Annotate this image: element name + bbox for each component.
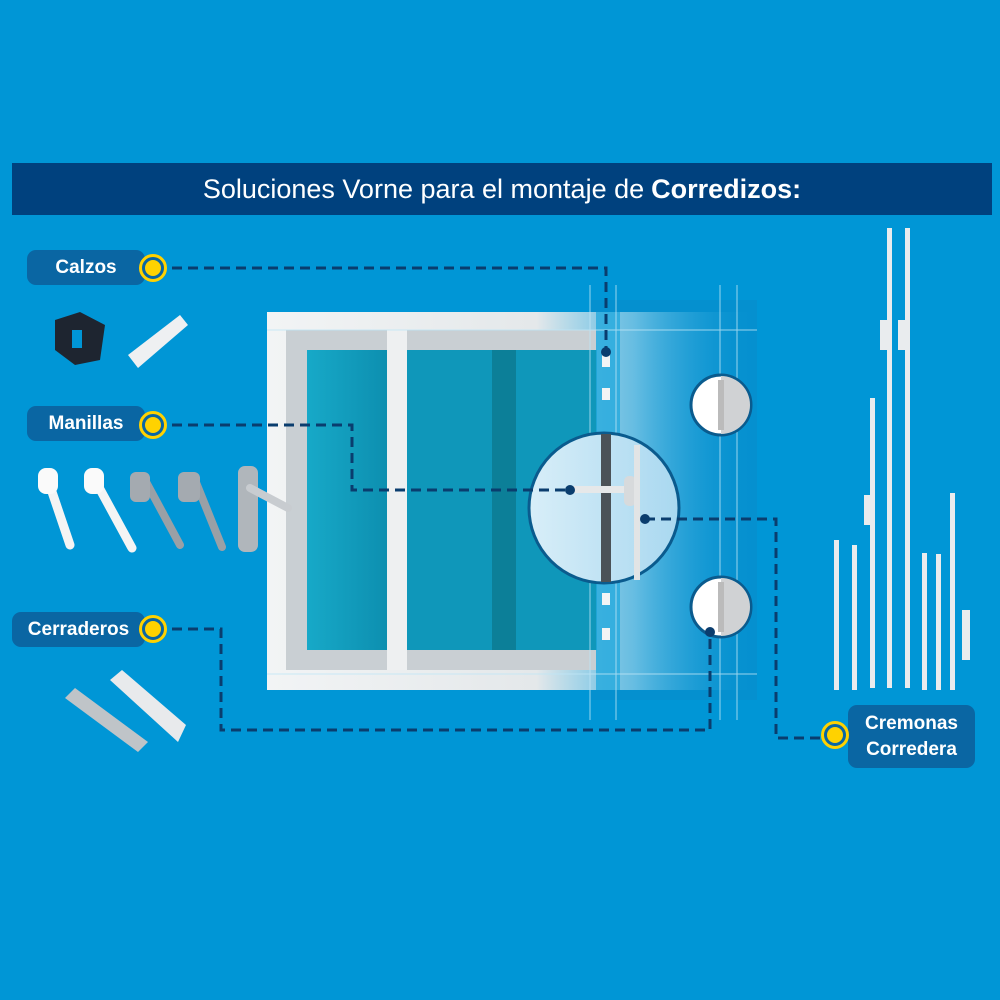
- hotspot-manillas[interactable]: [139, 411, 167, 439]
- cerraderos-products: [65, 670, 186, 752]
- label-manillas: Manillas: [27, 406, 145, 441]
- connector-lines: [172, 266, 822, 740]
- label-cremonas: Cremonas Corredera: [848, 705, 975, 768]
- title-text: Soluciones Vorne para el montaje de: [202, 173, 645, 204]
- left-glass: [307, 350, 387, 650]
- calzos-products: [55, 312, 188, 368]
- hotspot-calzos[interactable]: [139, 254, 167, 282]
- label-cerraderos-text: Cerraderos: [27, 618, 130, 640]
- label-calzos-text: Calzos: [55, 256, 117, 278]
- label-manillas-text: Manillas: [48, 412, 124, 434]
- manillas-products: [38, 466, 292, 553]
- hotspot-cremonas[interactable]: [821, 721, 849, 749]
- label-cerraderos: Cerraderos: [12, 612, 145, 647]
- label-calzos: Calzos: [27, 250, 145, 285]
- title-banner: Soluciones Vorne para el montaje de Corr…: [12, 163, 992, 215]
- hotspot-cerraderos[interactable]: [139, 615, 167, 643]
- label-cremonas-line2: Corredera: [866, 738, 957, 760]
- title-bold: Corredizos:: [651, 173, 802, 204]
- cremonas-products: [834, 228, 970, 690]
- label-cremonas-line1: Cremonas: [865, 712, 958, 734]
